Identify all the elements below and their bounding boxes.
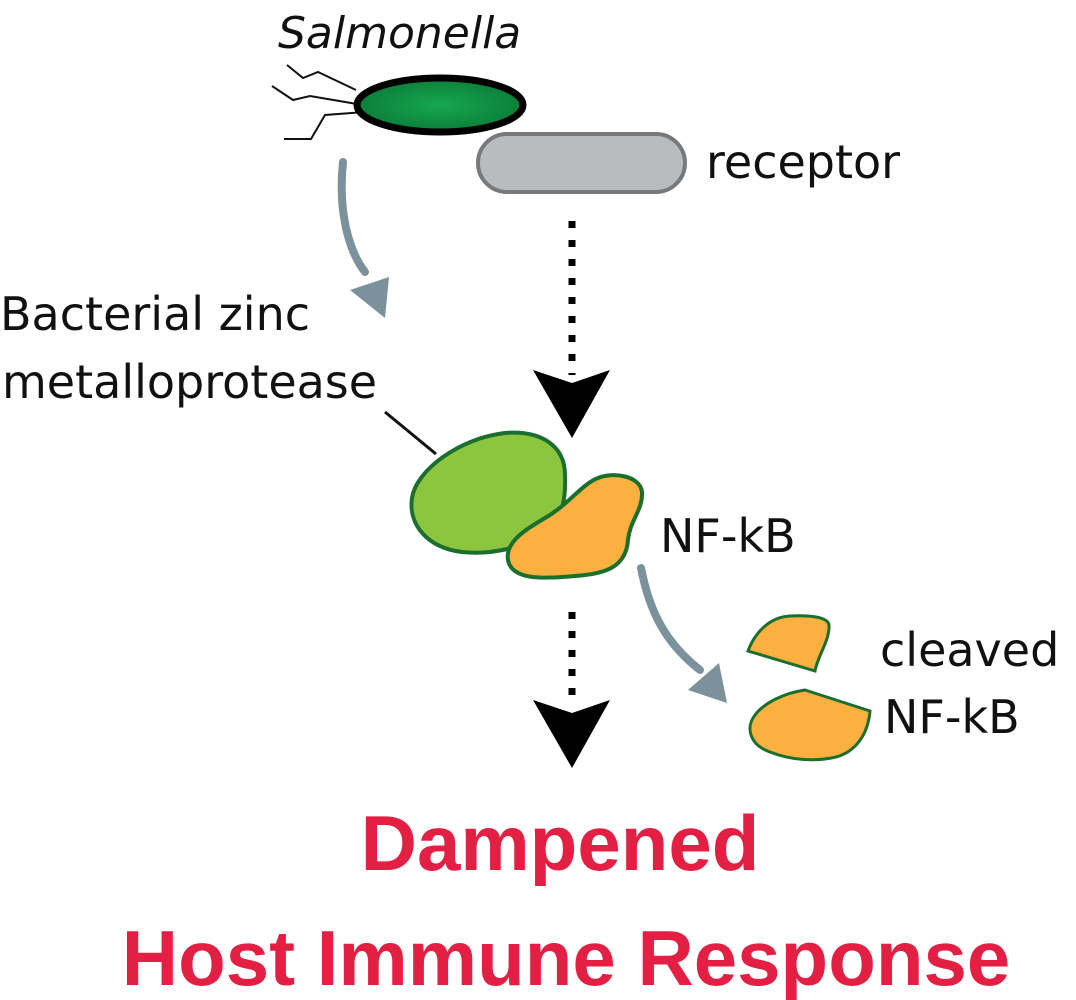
arrow-receptor-to-nfkb	[533, 221, 610, 438]
receptor-label: receptor	[706, 135, 900, 189]
nfkb-shape	[505, 473, 645, 580]
nfkb-label: NF-kB	[660, 509, 796, 563]
receptor-shape	[476, 132, 687, 194]
cleaved-label-line2: NF-kB	[884, 690, 1020, 744]
arrow-nfkb-to-cleaved	[637, 564, 727, 703]
protease-label-line1: Bacterial zinc	[0, 287, 310, 341]
arrow-salmonella-to-protease	[337, 158, 389, 318]
cleaved-nfkb-fragment-1	[746, 614, 831, 673]
bacterium-icon	[353, 74, 527, 136]
outcome-title-line1: Dampened	[361, 799, 760, 887]
salmonella-label: Salmonella	[278, 8, 521, 59]
protease-label-line2: metalloprotease	[2, 355, 377, 409]
protease-leader-line	[384, 410, 437, 456]
metalloprotease-shape	[409, 430, 568, 555]
cleaved-nfkb-fragment-2	[748, 688, 872, 762]
cleaved-label-line1: cleaved	[880, 623, 1059, 677]
arrow-nfkb-to-response	[533, 612, 610, 768]
outcome-title-line2: Host Immune Response	[122, 914, 1011, 1000]
flagella-icon	[271, 64, 366, 140]
